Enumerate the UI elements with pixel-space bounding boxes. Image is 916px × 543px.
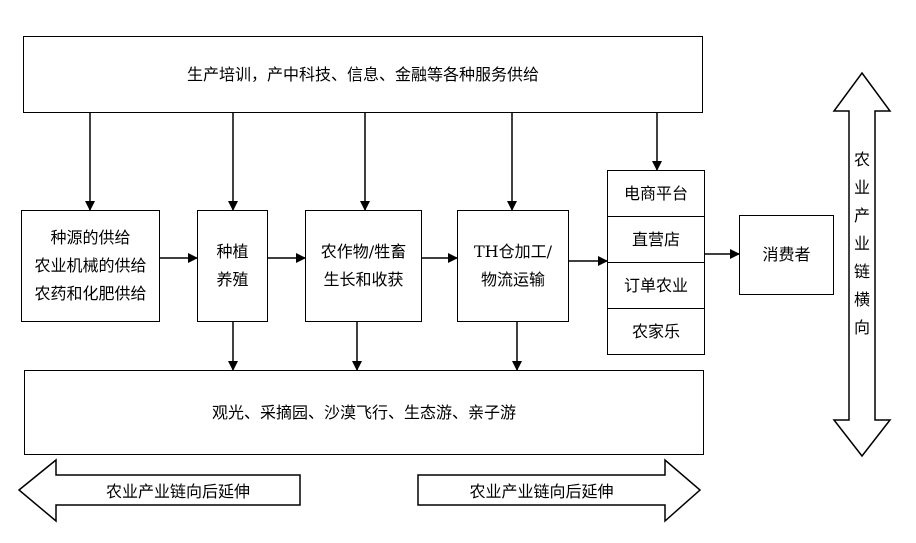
supply-item: 农业机械的供给	[34, 256, 147, 275]
vertical-char: 横	[853, 290, 870, 309]
vertical-char: 向	[853, 318, 870, 337]
processing-box: TH仓加工/ 物流运输	[457, 210, 569, 322]
services-box: 生产培训，产中科技、信息、金融等各种服务供给	[23, 36, 703, 113]
channel-direct-store: 直营店	[607, 216, 705, 263]
channel-farm-stay: 农家乐	[607, 308, 705, 355]
channel-label: 电商平台	[623, 183, 688, 203]
supply-item: 种源的供给	[50, 228, 131, 247]
left-arrow-label: 农业产业链向后延伸	[105, 482, 250, 501]
channel-order-farming: 订单农业	[607, 262, 705, 309]
supply-box: 种源的供给 农业机械的供给 农药和化肥供给	[21, 210, 160, 322]
growth-line: 生长和收获	[323, 270, 404, 289]
growth-line: 农作物/牲畜	[320, 242, 407, 261]
tourism-label: 观光、采摘园、沙漠飞行、生态游、亲子游	[211, 402, 516, 422]
supply-item: 农药和化肥供给	[34, 284, 147, 303]
vertical-char: 农	[853, 150, 870, 169]
planting-line: 种植	[216, 242, 249, 261]
processing-line: 物流运输	[480, 270, 545, 289]
tourism-box: 观光、采摘园、沙漠飞行、生态游、亲子游	[24, 370, 704, 455]
vertical-char: 产	[853, 206, 870, 225]
consumer-box: 消费者	[739, 215, 834, 295]
vertical-arrow-label: 农 业 产 业 链 横 向	[849, 146, 875, 342]
right-arrow-label: 农业产业链向后延伸	[469, 482, 614, 501]
consumer-label: 消费者	[762, 245, 811, 265]
planting-box: 种植 养殖	[197, 210, 268, 322]
planting-line: 养殖	[216, 270, 249, 289]
vertical-char: 业	[853, 178, 870, 197]
services-label: 生产培训，产中科技、信息、金融等各种服务供给	[186, 64, 539, 84]
vertical-char: 业	[853, 234, 870, 253]
left-block-arrow	[17, 458, 301, 523]
vertical-char: 链	[853, 262, 870, 281]
growth-box: 农作物/牲畜 生长和收获	[305, 210, 422, 322]
channel-label: 订单农业	[623, 275, 688, 295]
channel-label: 直营店	[631, 229, 680, 249]
vertical-block-arrow	[832, 71, 892, 458]
channel-label: 农家乐	[631, 321, 680, 341]
processing-line: TH仓加工/	[473, 242, 553, 261]
channel-ecommerce: 电商平台	[607, 170, 705, 217]
right-block-arrow	[417, 458, 702, 523]
